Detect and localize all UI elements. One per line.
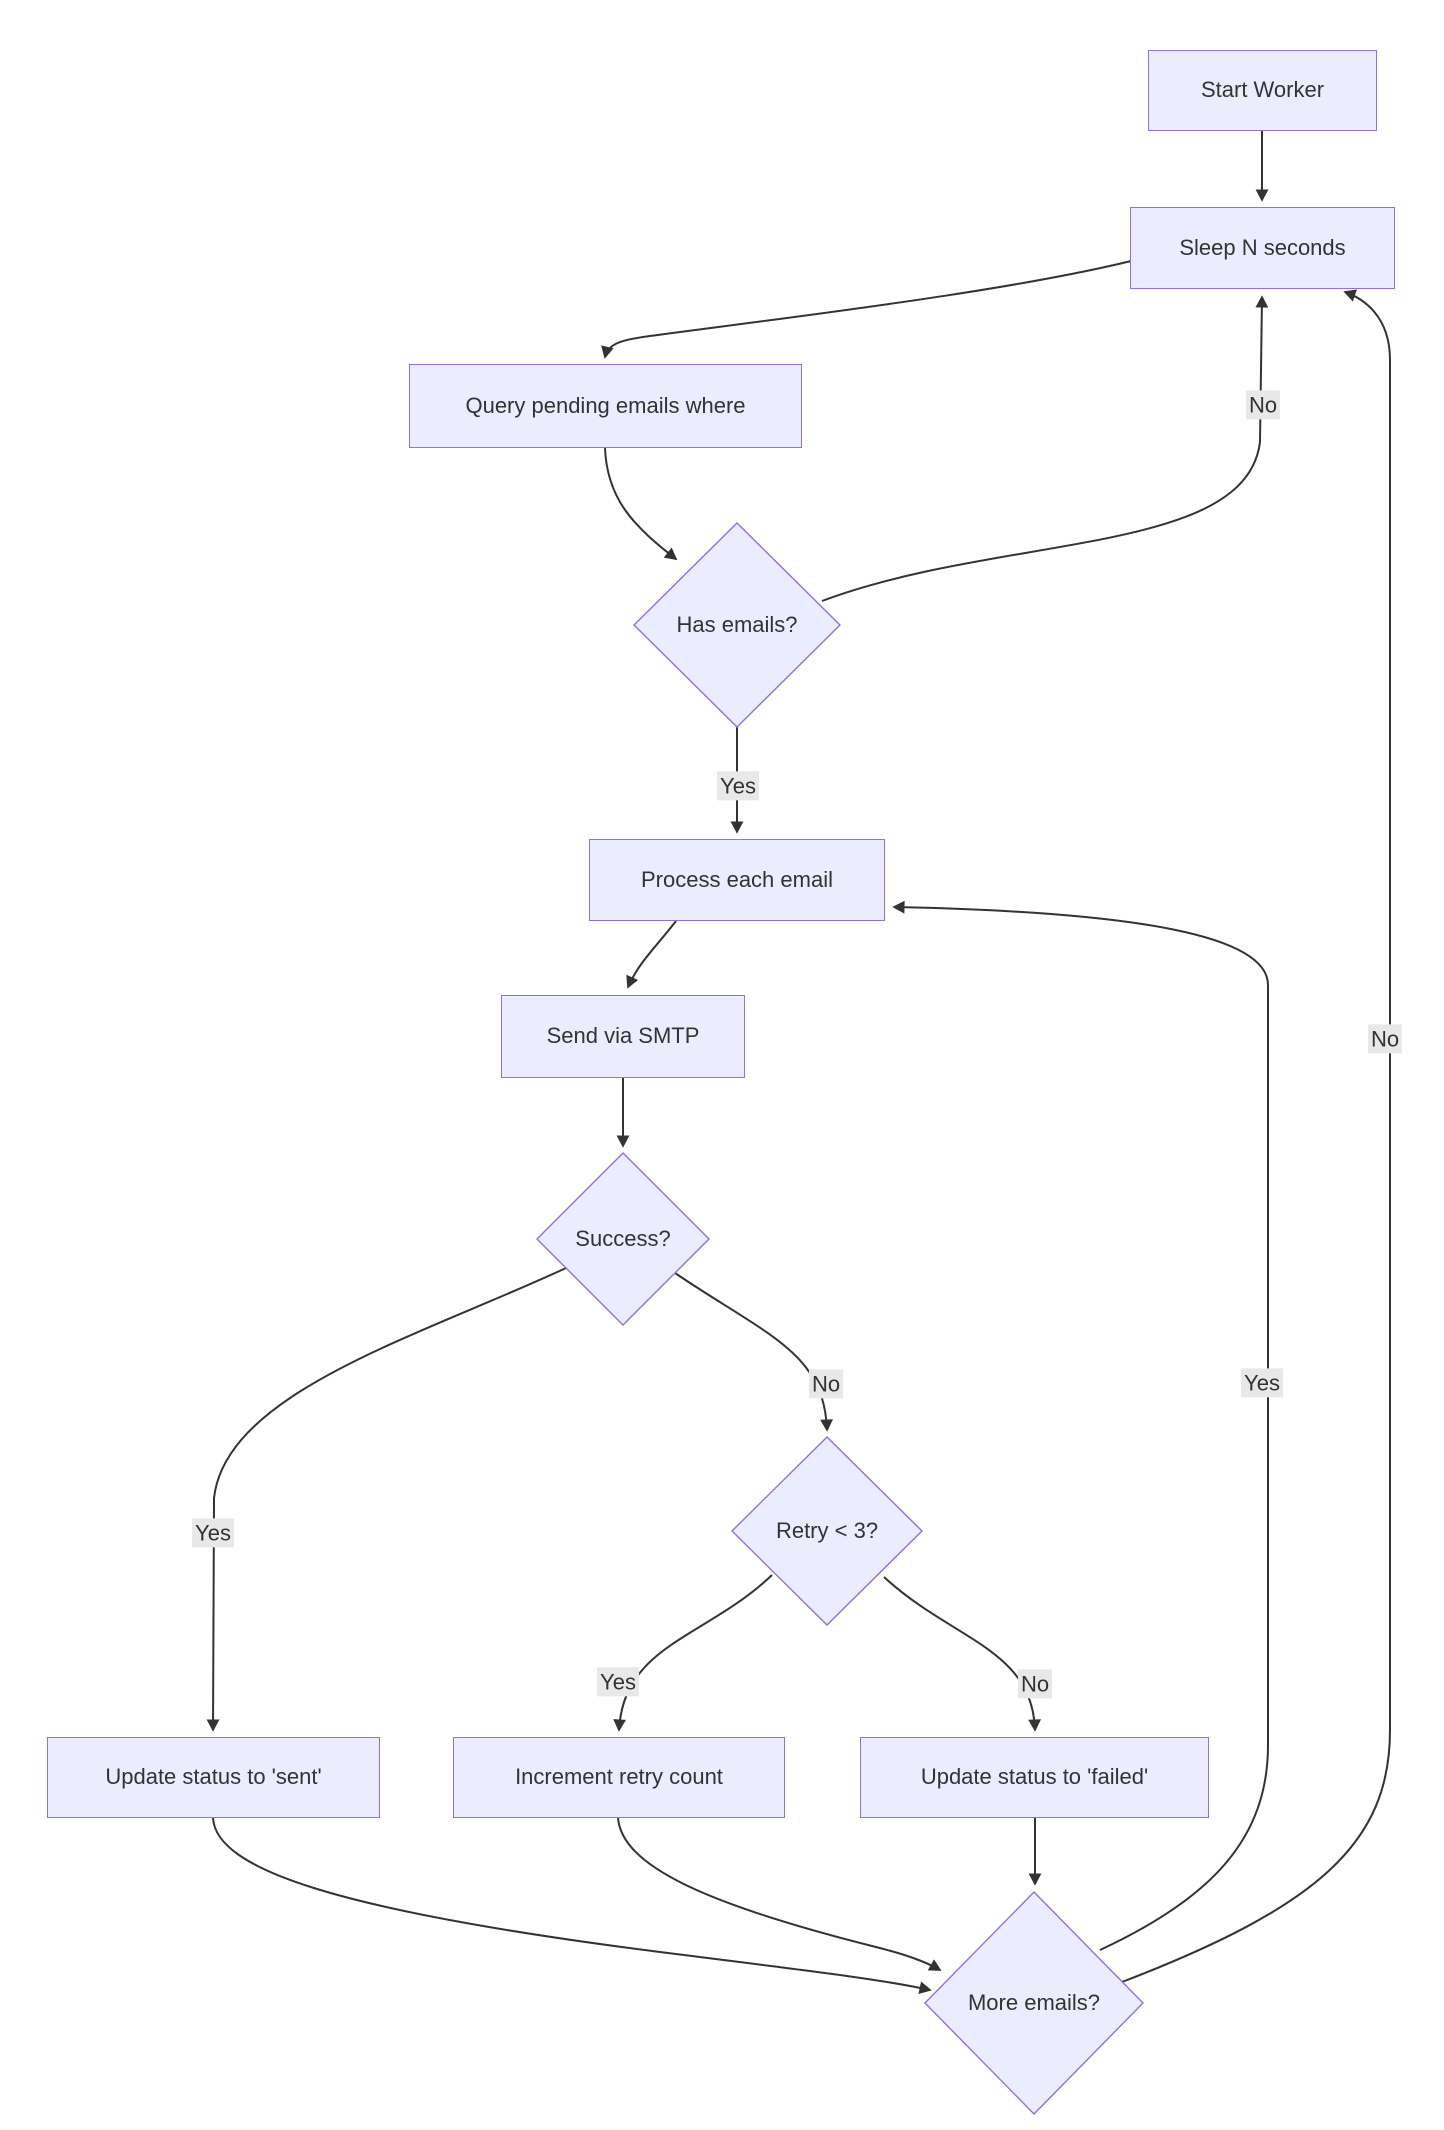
node-success-label: Success?: [575, 1226, 671, 1251]
edge-label-has-emails-no: No: [1245, 390, 1281, 420]
node-start-worker-label: Start Worker: [1200, 77, 1325, 103]
edge-query-to-has-emails: [604, 447, 678, 561]
node-increment-retry-label: Increment retry count: [515, 1764, 723, 1790]
edge-success-no-to-retry: [674, 1272, 834, 1432]
node-retry-label: Retry < 3?: [775, 1518, 879, 1543]
edge-label-has-emails-yes: Yes: [717, 771, 759, 801]
edge-retry-no-to-failed: [883, 1576, 1042, 1732]
node-query-pending: Query pending emails where: [409, 364, 802, 448]
edge-more-emails-no-to-sleep: [1121, 289, 1391, 1983]
node-process-each-email: Process each email: [589, 839, 885, 921]
node-update-sent: Update status to 'sent': [47, 1737, 380, 1818]
edge-more-emails-yes-to-process: [892, 900, 1269, 1951]
node-send-via-smtp: Send via SMTP: [501, 995, 745, 1078]
node-increment-retry: Increment retry count: [453, 1737, 785, 1818]
edge-sleep-to-query: [601, 257, 1144, 359]
edge-label-success-no: No: [808, 1369, 844, 1399]
node-update-sent-label: Update status to 'sent': [105, 1764, 322, 1790]
edge-has-emails-no-to-sleep: [821, 295, 1269, 602]
node-more-emails-shape: [924, 1891, 1144, 2115]
node-update-failed-label: Update status to 'failed': [920, 1764, 1149, 1790]
edge-retry-yes-to-increment: [613, 1574, 773, 1732]
node-sleep-label: Sleep N seconds: [1179, 234, 1346, 260]
edge-sent-to-more-emails: [212, 1817, 932, 1995]
edge-label-retry-no: No: [1017, 1669, 1053, 1699]
edge-label-success-yes: Yes: [192, 1518, 234, 1548]
node-success-shape: [536, 1152, 710, 1326]
node-has-emails-shape: [633, 522, 841, 728]
node-send-via-smtp-label: Send via SMTP: [546, 1023, 700, 1049]
node-sleep: Sleep N seconds: [1130, 207, 1395, 289]
edge-label-more-emails-no: No: [1367, 1024, 1403, 1054]
edge-label-more-emails-yes: Yes: [1241, 1368, 1283, 1398]
edge-success-yes-to-sent: [206, 1267, 567, 1732]
node-update-failed: Update status to 'failed': [860, 1737, 1209, 1818]
node-retry-shape: [731, 1436, 923, 1626]
edge-label-retry-yes: Yes: [597, 1667, 639, 1697]
edge-process-to-send: [626, 920, 677, 989]
node-has-emails-label: Has emails?: [676, 612, 798, 637]
node-start-worker: Start Worker: [1148, 50, 1377, 131]
node-process-each-email-label: Process each email: [641, 866, 833, 892]
edge-increment-to-more-emails: [617, 1817, 942, 1971]
node-query-pending-label: Query pending emails where: [465, 392, 746, 418]
node-more-emails-label: More emails?: [967, 1990, 1101, 2015]
